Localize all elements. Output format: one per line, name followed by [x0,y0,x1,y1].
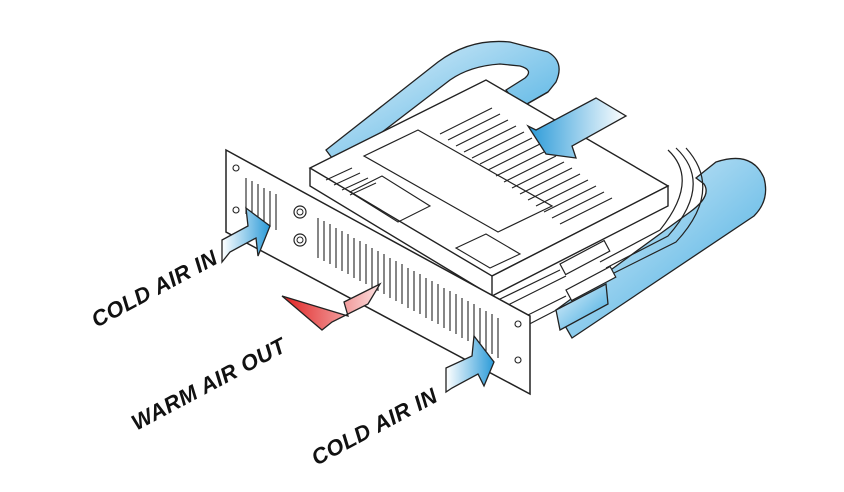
chassis [308,79,670,298]
top-cold-air-arrow [526,97,628,159]
warm-air-out-arrow [281,282,382,331]
right-band-front-end [555,282,609,331]
front-knob [293,233,307,247]
front-panel [225,148,531,396]
cold-air-in-bottom-arrow [445,334,495,394]
cables [497,147,704,333]
cold-air-in-left-arrow [221,206,271,264]
right-return-airflow-band [555,157,767,339]
top-vent-slots [439,107,613,225]
front-knob [293,205,307,219]
